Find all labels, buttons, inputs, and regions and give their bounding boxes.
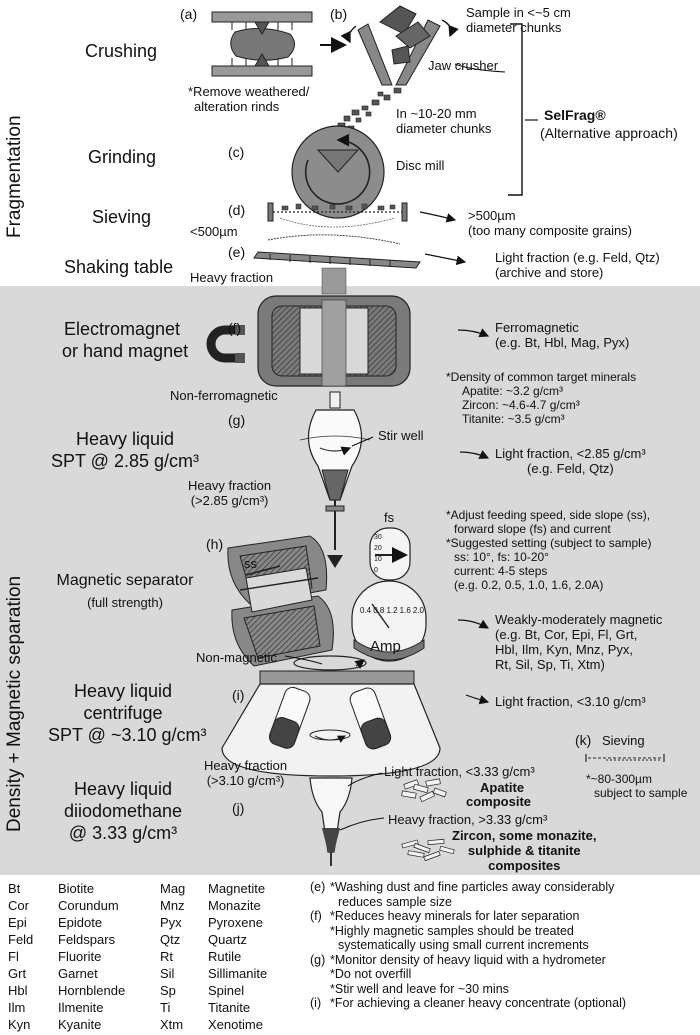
note-line: (i)*For achieving a cleaner heavy concen… (310, 996, 627, 1010)
heavy-333-label: Heavy fraction, >3.33 g/cm³ (388, 812, 548, 827)
non-ferromagnetic-label: Non-ferromagnetic (170, 388, 278, 403)
k-sieving-label: Sieving (602, 733, 645, 748)
separator-settings-note: *Adjust feeding speed, side slope (ss), … (446, 508, 652, 592)
remove-rinds-label: *Remove weathered/alteration rinds (188, 84, 310, 114)
magnetic-separator-icon (227, 520, 343, 667)
fs-scale: 30 20 10 0 (374, 532, 382, 576)
light-310-label: Light fraction, <3.10 g/cm³ (495, 694, 646, 709)
amp-tick: 0.8 (373, 606, 385, 615)
amp-tick: 1.2 (386, 606, 398, 615)
step-magnetic-separator: Magnetic separator(full strength) (56, 572, 194, 610)
apatite-grains-icon (401, 778, 447, 803)
horseshoe-magnet-icon (206, 325, 245, 363)
step-shaking-table: Shaking table (64, 257, 174, 277)
heavy-285-label: Heavy fraction(>2.85 g/cm³) (188, 478, 272, 508)
selfrag-label: SelFrag®(Alternative approach) (540, 107, 678, 141)
disc-mill-icon (291, 125, 385, 219)
heavy-fraction-label: Heavy fraction (190, 270, 274, 285)
notes-block: (e)*Washing dust and fine particles away… (310, 880, 698, 1011)
apatite-composite-label: composite (466, 794, 532, 809)
lt500-label: <500µm (190, 224, 238, 239)
letter-i: (i) (232, 687, 245, 703)
step-crushing: Crushing (85, 41, 158, 61)
step-grinding: Grinding (88, 147, 157, 167)
note-line: (f)*Reduces heavy minerals for later sep… (310, 909, 580, 923)
step-sieving: Sieving (92, 207, 152, 227)
sieve-icon (267, 202, 408, 228)
amp-label: Amp (370, 638, 401, 655)
apatite-label: Apatite (480, 780, 525, 795)
letter-b: (b) (330, 6, 348, 22)
zircon-grains-icon (401, 838, 455, 862)
fs-label: fs (384, 510, 395, 525)
letter-j: (j) (232, 800, 245, 816)
non-magnetic-label: Non-magnetic (196, 650, 277, 665)
note-line: *Highly magnetic samples should be treat… (330, 923, 574, 938)
letter-g: (g) (228, 412, 246, 428)
glossary-band (0, 875, 700, 1035)
heavy-liquid-funnel-icon (309, 777, 353, 866)
crushing-press-icon (211, 11, 313, 77)
shaking-table-icon (253, 234, 421, 269)
note-line: *Do not overfill (330, 967, 412, 981)
note-line: *Stir well and leave for ~30 mins (330, 981, 509, 996)
sieving-mini-icon (585, 754, 665, 762)
centrifuge-icon (221, 655, 441, 777)
note-line: reduces sample size (338, 894, 452, 909)
fs-tick: 10 (374, 556, 382, 563)
amp-meter-icon (351, 580, 427, 662)
jaw-crusher-label: Jaw crusher (428, 58, 499, 73)
amp-tick: 1.6 (399, 606, 411, 615)
light-333-label: Light fraction, <3.33 g/cm³ (384, 764, 535, 779)
letter-a: (a) (180, 6, 198, 22)
stir-well-label: Stir well (378, 428, 424, 443)
section-divider (0, 283, 700, 286)
note-line: (e)*Washing dust and fine particles away… (310, 880, 615, 894)
weakly-magnetic-label: Weakly-moderately magnetic(e.g. Bt, Cor,… (495, 612, 663, 672)
amp-tick: 0.4 (360, 606, 372, 615)
selfrag-bracket (508, 23, 523, 196)
fs-tick: 0 (374, 567, 378, 574)
light-285-label: Light fraction, <2.85 g/cm³(e.g. Feld, Q… (495, 446, 646, 476)
letter-c: (c) (228, 144, 245, 160)
zircon-label: Zircon, some monazite,sulphide & titanit… (452, 828, 597, 873)
gt500-label: >500µm(too many composite grains) (468, 208, 633, 238)
heavy-310-label: Heavy fraction(>3.10 g/cm³) (204, 758, 288, 788)
ferromagnetic-label: Ferromagnetic(e.g. Bt, Hbl, Mag, Pyx) (495, 320, 630, 350)
note-line: systematically using small current incre… (338, 938, 589, 952)
fs-tick: 30 (374, 534, 382, 541)
fs-tick: 20 (374, 545, 382, 552)
amp-tick: 2.0 (412, 606, 424, 615)
density-note: *Density of common target minerals Apati… (446, 370, 637, 426)
disc-mill-label: Disc mill (396, 158, 445, 173)
letter-k: (k) (575, 732, 592, 748)
section-label-separation: Density + Magnetic separation (4, 575, 25, 832)
separatory-funnel-icon (299, 391, 371, 520)
light-fraction-label: Light fraction (e.g. Feld, Qtz)(archive … (495, 250, 660, 280)
ss-label: ss (244, 556, 257, 571)
letter-f: (f) (228, 320, 242, 336)
letter-d: (d) (228, 202, 246, 218)
electromagnet-icon (257, 295, 411, 387)
letter-h: (h) (206, 536, 224, 552)
forward-slope-dial-icon (369, 527, 411, 581)
jaw-crusher-icon (340, 5, 459, 86)
note-line: (g)*Monitor density of heavy liquid with… (310, 952, 606, 967)
letter-e: (e) (228, 244, 246, 260)
section-label-fragmentation: Fragmentation (4, 115, 25, 238)
